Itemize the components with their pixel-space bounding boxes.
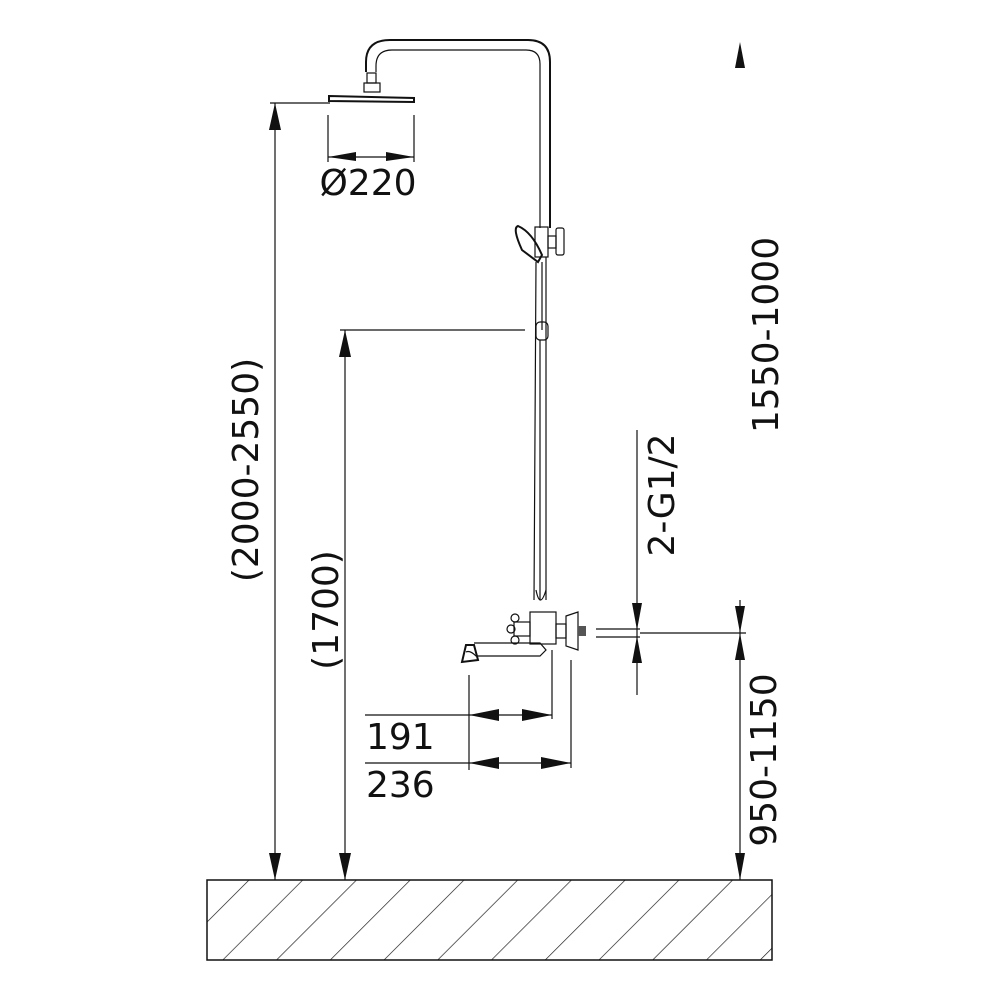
dim-mixer-height: 950-1150 xyxy=(735,600,785,880)
slider-height-label: (1700) xyxy=(306,550,347,670)
total-height-label: (2000-2550) xyxy=(226,358,267,582)
mixer-height-label: 950-1150 xyxy=(744,673,785,846)
rail-range-label: 1550-1000 xyxy=(746,237,787,433)
dim-head-diameter: Ø220 xyxy=(319,115,417,204)
dim-slider-height: (1700) xyxy=(306,329,525,880)
dim-spout: 191 236 xyxy=(365,650,572,806)
shower-column xyxy=(328,39,586,664)
spout-191-label: 191 xyxy=(366,717,435,758)
spout-236-label: 236 xyxy=(366,765,435,806)
dim-rail-range: 1550-1000 xyxy=(735,42,787,433)
head-diameter-label: Ø220 xyxy=(319,163,416,204)
dim-total-height: (2000-2550) xyxy=(226,102,330,880)
dim-inlet: 2-G1/2 xyxy=(596,430,746,695)
floor-hatch xyxy=(206,879,773,961)
inlet-label: 2-G1/2 xyxy=(642,433,683,556)
